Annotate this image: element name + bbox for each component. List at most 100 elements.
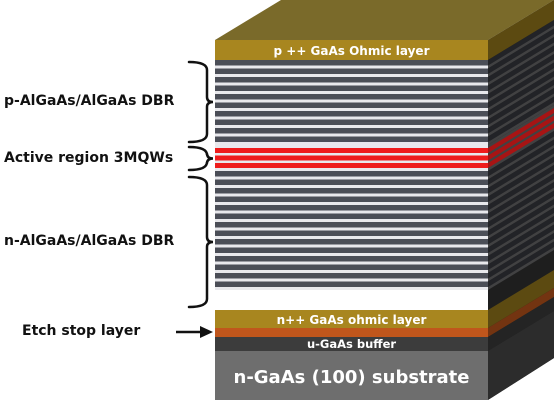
n-dbr-light-layer-side [488,179,554,222]
n-dbr-light-layer [215,176,488,180]
n-dbr-dark-layer [215,171,488,177]
p-dbr-light-layer [215,99,488,103]
p-dbr-light-layer-side [488,102,554,145]
n-dbr-light-layer-side [488,238,554,282]
n-dbr-dark-layer [215,205,488,211]
p-dbr-dark-layer-side [488,37,554,83]
etch-stop-layer [215,328,488,337]
p-dbr-light-layer-side [488,42,554,86]
n-dbr-dark-layer-side [488,173,554,219]
p-dbr-dark-layer-side [488,28,554,74]
n-dbr-dark-layer-side [488,165,554,211]
etch-stop-layer-side [488,288,554,337]
n-dbr-dark-layer-side [488,199,554,245]
substrate-layer-side [488,311,554,400]
p-dbr-light-layer-side [488,51,554,94]
p-dbr-dark-layer [215,60,488,66]
n-dbr-dark-layer [215,196,488,202]
p-dbr-dark-layer-side [488,96,554,142]
buffer-layer-label: u-GaAs buffer [307,337,396,351]
n-dbr-dark-layer-side [488,182,554,228]
p-dbr-dark-layer-side [488,88,554,134]
n-dbr-bracket [187,175,214,309]
substrate-layer [215,351,488,400]
n-dbr-dark-layer [215,188,488,194]
n-dbr-light-layer [215,287,488,290]
n-dbr-light-layer-side [488,247,554,290]
p-dbr-light-layer [215,65,488,69]
n-dbr-light-layer [215,202,488,205]
p-dbr-dark-layer [215,85,488,91]
p-ohmic-layer-label: p ++ GaAs Ohmic layer [274,44,430,58]
p-dbr-light-layer [215,142,488,145]
etch-stop-arrow [176,326,213,338]
n-dbr-dark-layer [215,230,488,236]
p-dbr-dark-layer [215,68,488,74]
n-ohmic-layer [215,310,488,328]
p-dbr-light-layer [215,116,488,120]
p-dbr-light-layer-side [488,34,554,77]
layer-brackets [187,60,214,309]
n-dbr-light-layer [215,278,488,282]
n-ohmic-layer-label: n++ GaAs ohmic layer [277,313,427,327]
quantum-well [215,148,488,153]
p-dbr-light-layer [215,125,488,128]
n-dbr-light-layer-side [488,196,554,239]
n-dbr-light-layer-side [488,153,554,197]
p-dbr-label: p-AlGaAs/AlGaAs DBR [4,93,175,109]
n-dbr-dark-layer-side [488,207,554,253]
n-dbr-light-layer [215,193,488,197]
p-dbr-dark-layer [215,128,488,134]
p-dbr-light-layer [215,108,488,111]
n-dbr-light-layer-side [488,162,554,205]
n-dbr-dark-layer-side [488,190,554,236]
p-dbr-bracket [187,60,214,144]
n-dbr-label: n-AlGaAs/AlGaAs DBR [4,233,175,249]
active-region-bracket [187,145,214,172]
quantum-well-side [488,123,554,168]
p-dbr-dark-layer [215,77,488,83]
n-dbr-light-layer-side [488,170,554,214]
layer-stack-front [215,40,488,400]
n-dbr-dark-layer [215,213,488,219]
n-dbr-light-layer [215,270,488,273]
n-dbr-dark-layer-side [488,139,554,185]
p-dbr-light-layer [215,133,488,137]
layer-stack-side [488,0,554,400]
n-dbr-light-layer [215,219,488,222]
n-dbr-light-layer [215,227,488,231]
n-dbr-dark-layer-side [488,131,554,177]
quantum-well-side [488,108,554,153]
n-dbr-light-layer [215,253,488,256]
p-dbr-light-layer [215,74,488,77]
n-dbr-light-layer [215,236,488,239]
n-dbr-dark-layer [215,281,488,287]
n-dbr-light-layer-side [488,136,554,180]
n-dbr-light-layer-side [488,213,554,256]
p-dbr-dark-layer [215,119,488,125]
n-dbr-dark-layer [215,222,488,228]
p-dbr-dark-layer [215,102,488,108]
n-dbr-light-layer [215,185,488,188]
n-dbr-dark-layer [215,179,488,185]
p-dbr-dark-layer-side [488,20,554,66]
quantum-well-side [488,115,554,161]
quantum-well [215,163,488,168]
n-ohmic-layer-side [488,270,554,328]
p-dbr-light-layer-side [488,85,554,128]
substrate-layer-label: n-GaAs (100) substrate [234,367,470,388]
n-dbr-dark-layer-side [488,241,554,287]
p-dbr-light-layer-side [488,59,554,103]
n-dbr-dark-layer-side [488,156,554,202]
p-dbr-dark-layer [215,94,488,100]
p-dbr-light-layer-side [488,25,554,69]
p-dbr-dark-layer [215,111,488,117]
quantum-well [215,155,488,161]
n-dbr-light-layer [215,210,488,214]
n-dbr-light-layer [215,244,488,248]
n-dbr-light-layer-side [488,221,554,265]
p-dbr-light-layer [215,91,488,94]
n-dbr-light-layer-side [488,187,554,231]
etch-stop-arrow-head [200,326,213,338]
